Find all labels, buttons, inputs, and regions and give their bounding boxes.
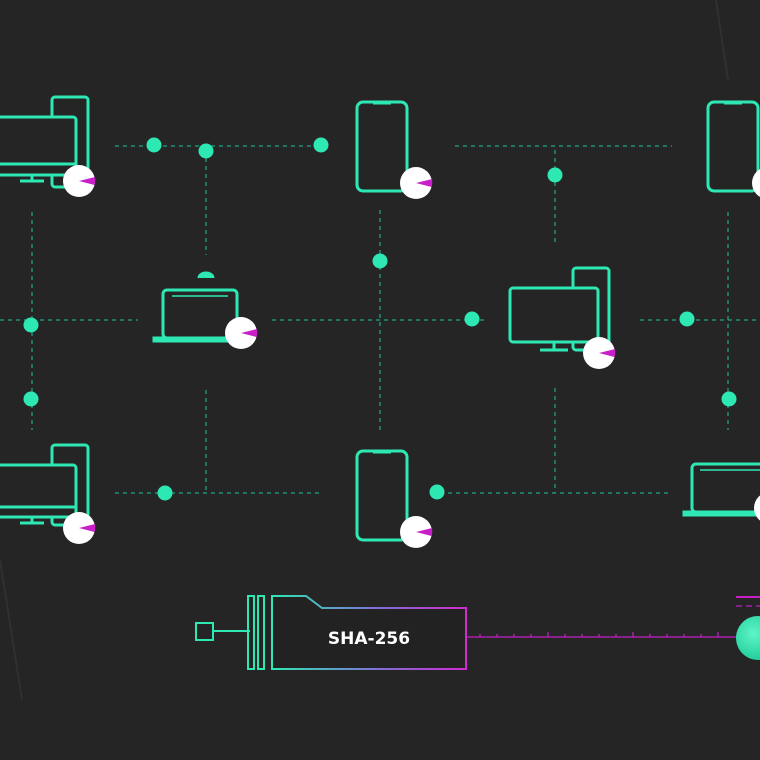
network-node-icon: [679, 311, 695, 327]
pie-badge-icon: [225, 317, 258, 349]
phone-icon: [355, 100, 409, 193]
hash-label: SHA-256: [328, 629, 410, 649]
network-node-icon: [198, 143, 214, 159]
desktop-icon: [0, 95, 90, 189]
laptop-icon: [152, 271, 248, 343]
pie-badge-icon: [63, 512, 96, 544]
hash-function-syringe-icon: SHA-256: [195, 595, 467, 670]
pie-badge-icon: [583, 337, 616, 369]
network-node-icon: [429, 484, 445, 500]
pie-badge-icon: [400, 516, 433, 548]
syringe-needle: [466, 632, 745, 638]
network-node-icon: [721, 391, 737, 407]
network-node-icon: [23, 391, 39, 407]
syringe-barrel: [271, 595, 467, 670]
phone-icon: [355, 449, 409, 542]
network-node-icon: [313, 137, 329, 153]
network-node-icon: [547, 167, 563, 183]
desktop-icon: [508, 266, 611, 352]
network-node-icon: [464, 311, 480, 327]
network-node-icon: [146, 137, 162, 153]
phone-icon: [706, 100, 760, 193]
pie-badge-icon: [63, 165, 96, 197]
network-node-icon: [372, 253, 388, 269]
plunger-handle: [195, 622, 214, 641]
output-dashes: [736, 596, 760, 607]
network-node-icon: [157, 485, 173, 501]
pie-badge-icon: [754, 495, 760, 521]
output-hash-node-icon: [736, 616, 760, 660]
background-streaks: [0, 0, 729, 701]
laptop-icon: [682, 462, 760, 517]
plunger-flange: [247, 595, 255, 670]
connection-lines: [0, 145, 760, 494]
pie-badge-icon: [752, 169, 760, 197]
plunger-flange: [257, 595, 265, 670]
pie-badge-icon: [400, 167, 433, 199]
network-node-icon: [23, 317, 39, 333]
network-nodes: [23, 137, 737, 501]
